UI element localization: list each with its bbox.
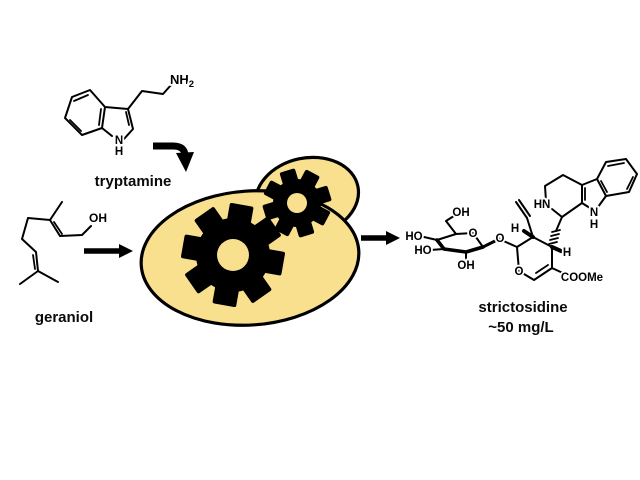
stereo-hash-bond — [548, 229, 561, 245]
tryptamine-double-bonds — [69, 94, 130, 132]
geraniol-arrow-head — [119, 244, 133, 258]
large-gear-hole — [217, 239, 249, 271]
small-gear-icon — [262, 168, 332, 238]
indole-h-label: H — [590, 219, 598, 231]
geraniol-arrow — [84, 244, 133, 258]
tryptamine-name: tryptamine — [95, 173, 172, 190]
strictosidine-bonds — [423, 158, 638, 281]
strictosidine-double-bonds — [535, 162, 634, 274]
glucose-front-bonds — [435, 238, 485, 254]
tryptamine-arrow-head — [176, 152, 194, 172]
tryptamine-amine-label: NH2 — [170, 72, 194, 90]
glycosidic-bond — [481, 237, 501, 249]
product-arrow-head — [386, 231, 400, 245]
tryptamine-arrow — [153, 142, 194, 172]
tryptamine-ring-n-label: N — [115, 135, 123, 147]
geraniol-bonds — [19, 201, 92, 285]
glucose-ho-upper-label: HO — [405, 231, 422, 243]
geraniol-double-bonds — [32, 221, 63, 270]
tryptamine-bonds — [64, 84, 172, 140]
geraniol-oh-label: OH — [89, 211, 107, 225]
stereo-h-left-label: H — [511, 223, 519, 235]
stereo-h-right-label: H — [563, 247, 571, 259]
large-gear-icon — [181, 203, 285, 307]
glucose-ch2oh-label: OH — [452, 207, 469, 219]
strictosidine-titer: ~50 mg/L — [488, 319, 553, 336]
ester-label: COOMe — [561, 272, 603, 284]
geraniol-name: geraniol — [35, 309, 93, 326]
yeast-cell — [139, 155, 361, 327]
strictosidine-structure: OH HO HO O OH O O H H COOMe HN N H stric… — [404, 158, 638, 336]
glucose-ho-lower-label: HO — [414, 245, 431, 257]
strictosidine-name: strictosidine — [478, 299, 567, 316]
vinyl-double-bond — [515, 199, 531, 219]
pyran-o-label: O — [515, 266, 524, 278]
tryptamine-structure: NH2 N H tryptamine — [64, 70, 196, 190]
indole-n-label: N — [590, 207, 598, 219]
stereo-wedge-bonds — [522, 229, 563, 253]
geraniol-structure: OH geraniol — [19, 201, 109, 326]
glucose-ring-o-label: O — [469, 228, 478, 240]
product-arrow — [361, 231, 400, 245]
glycosidic-o-label: O — [496, 233, 505, 245]
tryptamine-ring-h-label: H — [115, 146, 123, 158]
small-gear-hole — [287, 193, 307, 213]
glucose-oh-bottom-label: OH — [457, 260, 474, 272]
secondary-amine-label: HN — [534, 199, 551, 211]
